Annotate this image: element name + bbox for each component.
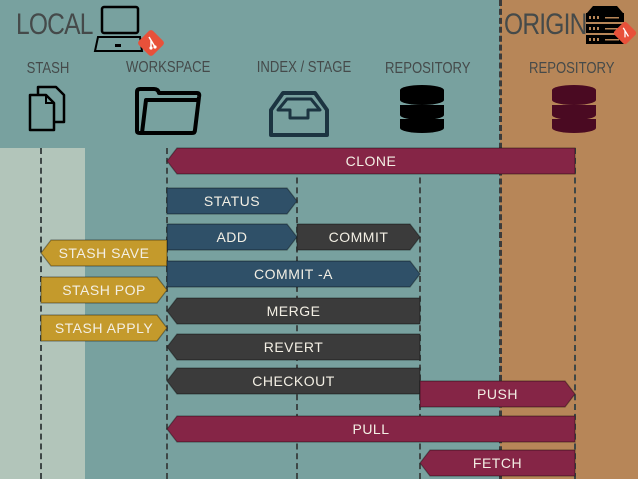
operation-label: CLONE (345, 153, 397, 169)
operation-arrow-stash-save (40, 239, 168, 267)
documents-icon (28, 85, 66, 132)
database-icon (552, 85, 596, 133)
operation-arrow-commit (296, 223, 421, 251)
origin-title: ORIGIN (504, 8, 587, 41)
operation-label: STATUS (203, 193, 261, 209)
stash-lane-line (40, 148, 42, 479)
operation-arrow-status (166, 187, 298, 215)
database-icon (400, 85, 444, 133)
operation-label: STASH SAVE (58, 245, 150, 261)
operation-arrow-commit-a (166, 260, 421, 288)
column-label-workspace: WORKSPACE (126, 59, 211, 76)
column-label-repository: REPOSITORY (385, 60, 471, 77)
operation-label: COMMIT (328, 229, 389, 245)
operation-label: PULL (352, 421, 390, 437)
column-label-stash: STASH (26, 60, 70, 77)
workspace-lane-line (166, 148, 168, 479)
operation-arrow-clone (166, 147, 576, 175)
operation-label: ADD (216, 229, 248, 245)
local-origin-divider (499, 0, 502, 479)
operation-label: MERGE (266, 303, 321, 319)
inbox-tray-icon (269, 91, 329, 137)
operation-label: COMMIT -A (254, 266, 333, 282)
operation-arrow-revert (166, 333, 421, 361)
origin-repository-lane-line (574, 148, 576, 479)
folder-icon (135, 87, 202, 135)
git-logo-icon (613, 21, 637, 45)
operation-label: REVERT (263, 339, 324, 355)
operation-arrow-stash-apply (40, 314, 168, 342)
stash-lane-background (0, 148, 85, 479)
laptop-icon (93, 5, 144, 52)
operation-label: PUSH (477, 386, 518, 402)
operation-label: STASH APPLY (54, 320, 154, 336)
operation-arrow-merge (166, 297, 421, 325)
operation-label: CHECKOUT (252, 373, 335, 389)
column-label-origin-repository: REPOSITORY (529, 60, 615, 77)
operation-arrow-push (419, 380, 576, 408)
operation-label: FETCH (472, 455, 523, 471)
operation-arrow-fetch (419, 449, 576, 477)
server-icon (586, 6, 624, 44)
column-label-index: INDEX / STAGE (256, 59, 352, 76)
operation-label: STASH POP (62, 282, 146, 298)
local-title: LOCAL (16, 8, 93, 41)
git-logo-icon (138, 30, 164, 56)
operation-arrow-pull (166, 415, 576, 443)
operation-arrow-stash-pop (40, 276, 168, 304)
